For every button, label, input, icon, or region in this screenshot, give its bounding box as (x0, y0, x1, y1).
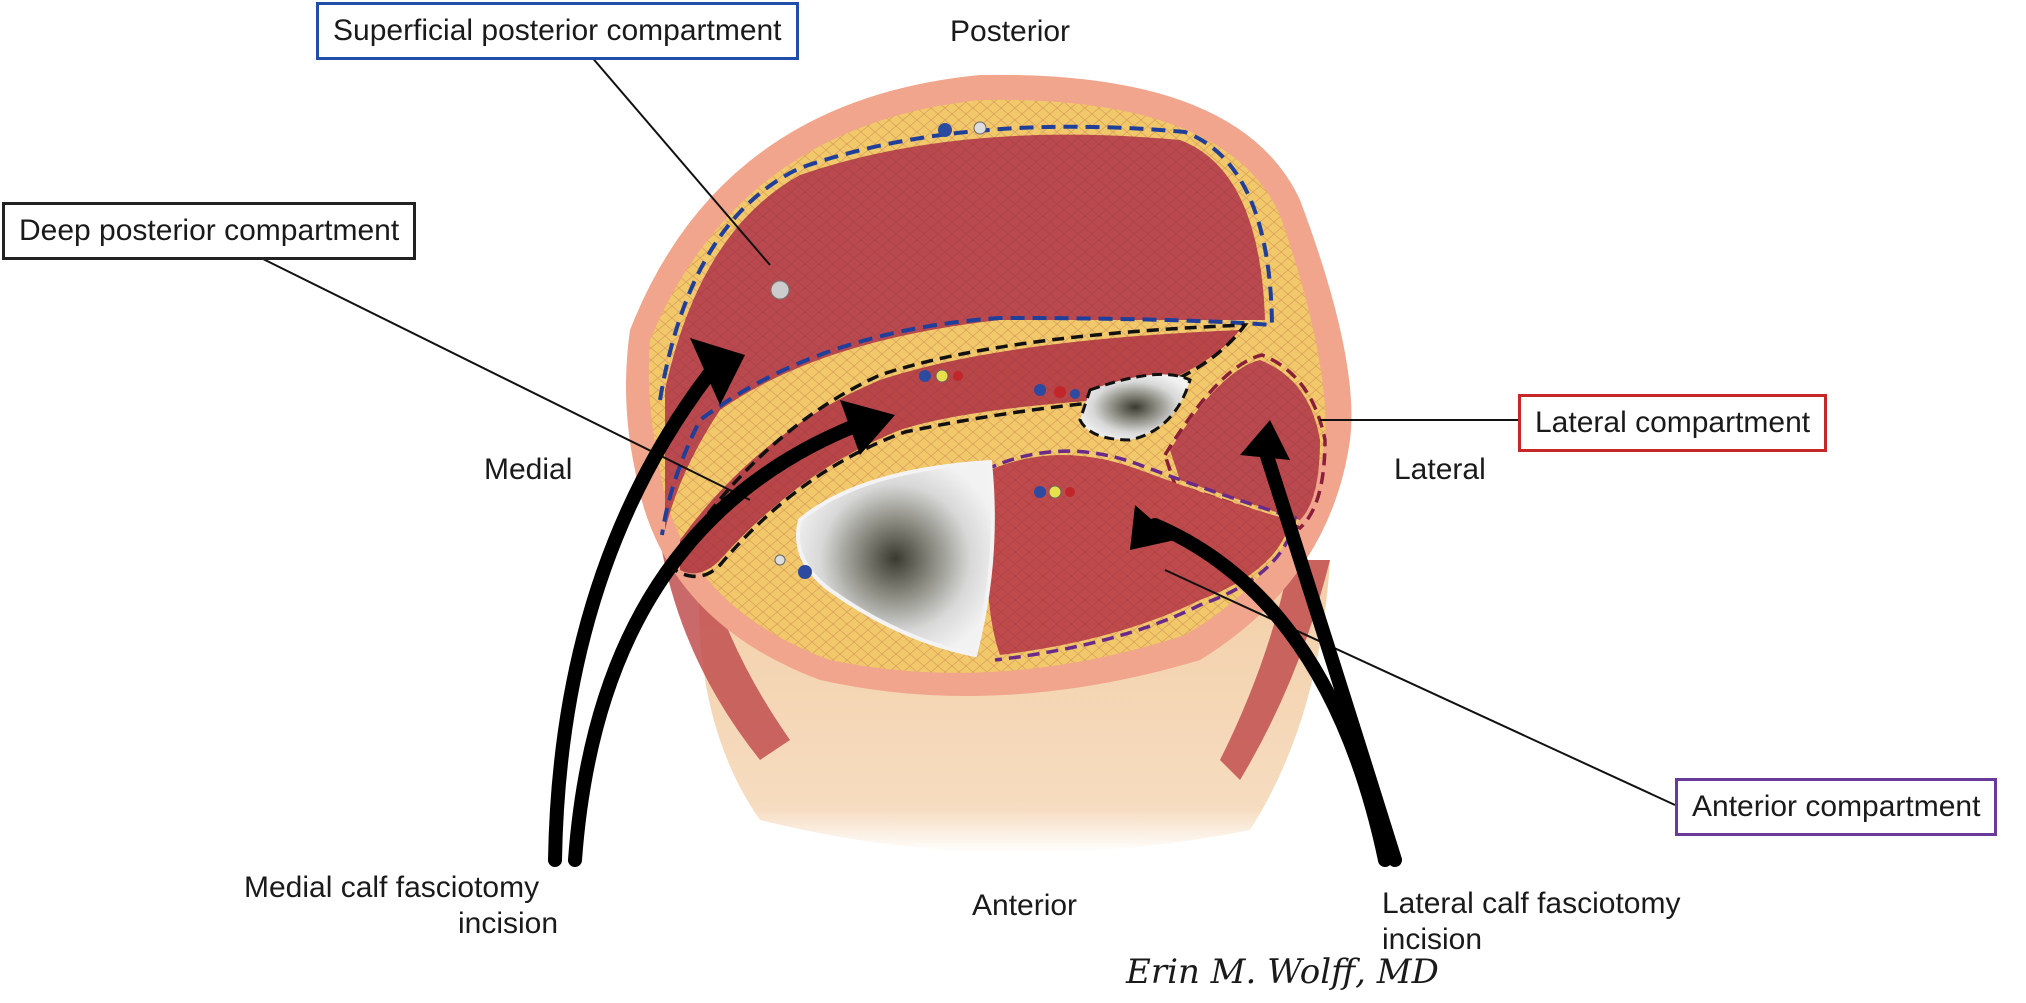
callout-deep-posterior: Deep posterior compartment (2, 202, 417, 260)
leader-superficial (589, 54, 771, 266)
vessels (770, 121, 1080, 579)
medial-incision-label-line1: Medial calf fasciotomy (244, 871, 540, 904)
label-lateral: Lateral (1394, 453, 1486, 486)
lateral-incision-arrow-lower (1148, 518, 1392, 867)
label-anterior: Anterior (972, 889, 1078, 922)
right-muscle-strands (1220, 560, 1330, 780)
medial-incision-arrow-lower (568, 413, 877, 867)
medial-incision-label-line2: incision (458, 907, 559, 940)
lateral-incision-label-line1: Lateral calf fasciotomy (1382, 887, 1681, 920)
callout-lateral: Lateral compartment (1518, 394, 1828, 452)
leader-anterior (1164, 569, 1676, 806)
label-medial: Medial (484, 453, 573, 486)
callout-superficial-posterior: Superficial posterior compartment (316, 2, 799, 60)
label-posterior: Posterior (950, 15, 1071, 48)
medial-incision-arrow-upper (548, 353, 727, 867)
fibula (1078, 372, 1192, 442)
lateral-incision-label-line2: incision (1382, 923, 1483, 956)
anterior-compartment-outline (984, 449, 1297, 662)
callout-anterior: Anterior compartment (1675, 778, 1998, 836)
artist-signature: Erin M. Wolff, MD (1126, 952, 1439, 992)
leader-deep (254, 254, 751, 501)
tibia (796, 459, 995, 658)
